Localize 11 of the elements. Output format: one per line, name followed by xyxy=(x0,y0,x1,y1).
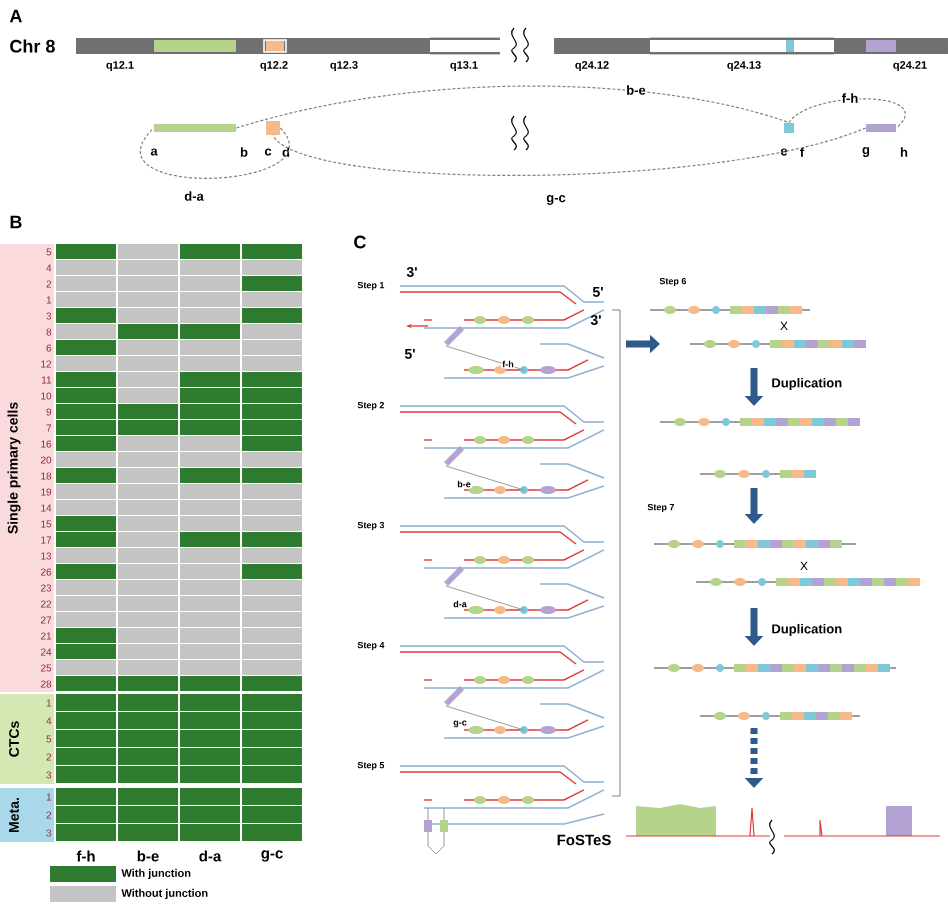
junction-line xyxy=(788,98,906,129)
segment-bar xyxy=(866,124,896,132)
junction-line xyxy=(141,127,290,179)
panel-letter: A xyxy=(9,9,22,23)
panel-letter: C xyxy=(354,235,366,249)
junction-line xyxy=(272,127,867,176)
segment-box xyxy=(784,123,794,133)
segment-bar xyxy=(154,124,236,132)
chromosome-label: Chr 8 xyxy=(10,39,55,53)
junction-line xyxy=(235,85,790,129)
segment-box xyxy=(266,121,280,135)
